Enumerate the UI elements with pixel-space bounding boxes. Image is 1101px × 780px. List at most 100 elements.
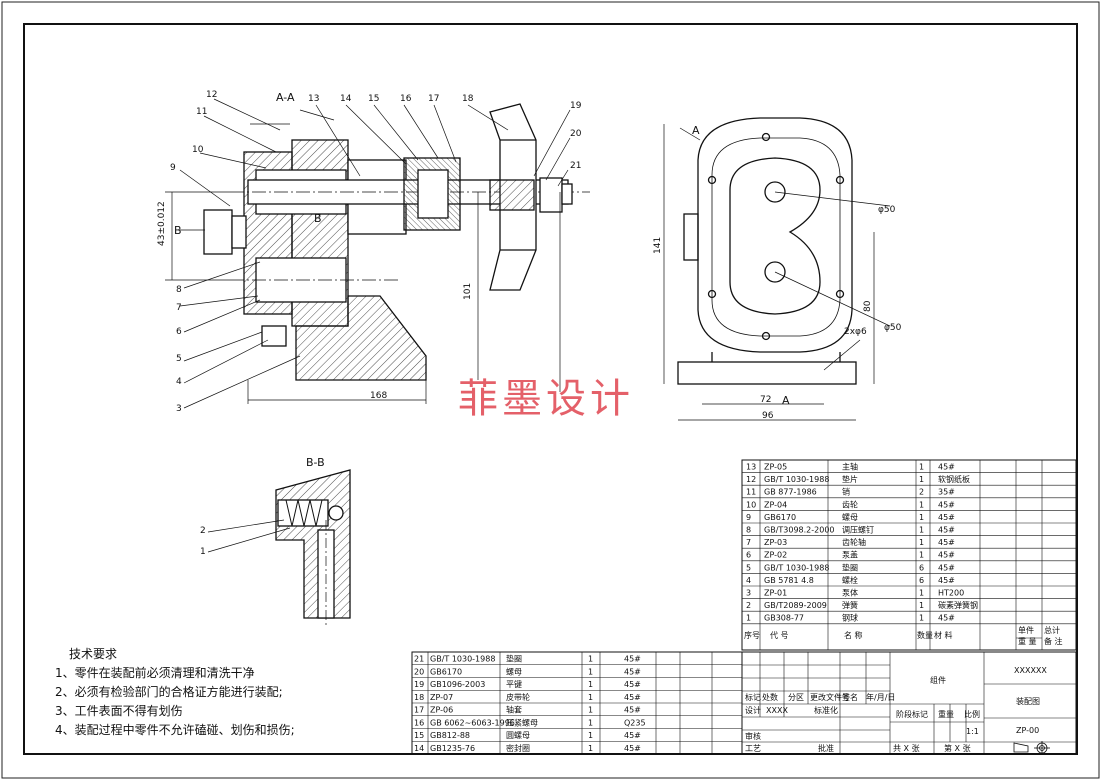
leader-top bbox=[299, 109, 335, 121]
part-label-7: 7 bbox=[176, 303, 182, 313]
dim-141: 141 bbox=[653, 237, 663, 254]
bom-row-code: GB/T 1030-1988 bbox=[764, 475, 829, 484]
bb-leaders bbox=[207, 519, 291, 553]
bom-row-code: ZP-01 bbox=[764, 589, 787, 598]
bom-row-material: 45# bbox=[938, 513, 955, 522]
section-aa-view: A-A bbox=[203, 91, 590, 381]
bom-row-qty: 1 bbox=[919, 463, 924, 472]
bom-lower-row-qty: 1 bbox=[588, 680, 593, 689]
bom-header-no: 序号 bbox=[744, 630, 760, 640]
bom-row-material: 45# bbox=[938, 614, 955, 623]
section-a-mark-top: A bbox=[692, 124, 700, 137]
cover-bolt bbox=[261, 325, 287, 347]
bom-lower-row-name: 皮带轮 bbox=[506, 692, 530, 702]
base-bracket bbox=[295, 295, 427, 381]
side-base bbox=[677, 361, 857, 385]
bom-row-no: 7 bbox=[746, 538, 751, 547]
section-a-mark-bottom: A bbox=[782, 394, 790, 407]
tb-drawing-name: 装配图 bbox=[1016, 696, 1040, 706]
bom-header-weight: 重 量 bbox=[1018, 636, 1037, 646]
bom-lower-row-qty: 1 bbox=[588, 655, 593, 664]
bom-row-name: 垫片 bbox=[842, 474, 858, 484]
bom-header-unit: 单件 bbox=[1018, 625, 1034, 635]
tb-standard: 标准化 bbox=[814, 705, 838, 715]
part-label-16: 16 bbox=[400, 94, 412, 104]
bom-row-no: 13 bbox=[746, 463, 756, 472]
tb-weight: 重量 bbox=[938, 709, 954, 719]
bom-lower-row-material: 45# bbox=[624, 655, 641, 664]
bom-lower-row-name: 密封圈 bbox=[506, 743, 530, 753]
tb-design: 设计 bbox=[745, 705, 761, 715]
tb-count: 处数 bbox=[762, 692, 778, 702]
bom-row-no: 1 bbox=[746, 614, 751, 623]
bom-header-code: 代 号 bbox=[770, 630, 789, 640]
bom-lower-row-qty: 1 bbox=[588, 744, 593, 753]
bom-lower-row-material: Q235 bbox=[624, 718, 646, 727]
part-label-20: 20 bbox=[570, 129, 582, 139]
bom-row-code: GB/T 1030-1988 bbox=[764, 563, 829, 572]
bom-row-code: GB 5781 4.8 bbox=[764, 576, 814, 585]
bom-lower-row-qty: 1 bbox=[588, 706, 593, 715]
bom-lower-row-qty: 1 bbox=[588, 693, 593, 702]
bom-row-no: 8 bbox=[746, 526, 751, 535]
bom-row-name: 销 bbox=[842, 487, 850, 497]
bom-lower-row-no: 17 bbox=[414, 706, 424, 715]
bom-row-name: 齿轮轴 bbox=[842, 537, 866, 547]
bolt-hole-3 bbox=[707, 289, 717, 299]
bom-row-name: 泵体 bbox=[842, 588, 858, 598]
bom-lower-row-qty: 1 bbox=[588, 718, 593, 727]
bom-row-code: GB 877-1986 bbox=[764, 488, 817, 497]
dim-72: 72 bbox=[760, 395, 771, 405]
bom-lower-row-code: GB812-88 bbox=[430, 731, 470, 740]
bom-row-no: 12 bbox=[746, 475, 756, 484]
dim-phi50-bottom: φ50 bbox=[884, 323, 902, 333]
tech-req-item: 3、工件表面不得有划伤 bbox=[55, 704, 183, 718]
bom-row-no: 11 bbox=[746, 488, 756, 497]
bom-header-name: 名 称 bbox=[844, 630, 863, 640]
part-label-11: 11 bbox=[196, 107, 207, 117]
bom-row-code: ZP-04 bbox=[764, 500, 787, 509]
bom-row-qty: 1 bbox=[919, 513, 924, 522]
bom-row-qty: 2 bbox=[919, 488, 924, 497]
bom-lower-row-name: 垫圈 bbox=[506, 654, 522, 664]
pulley-web bbox=[500, 139, 536, 251]
bom-lower-row-code: ZP-06 bbox=[430, 706, 453, 715]
bom-row-no: 5 bbox=[746, 563, 751, 572]
tb-date: 年/月/日 bbox=[866, 692, 895, 702]
dim-101: 101 bbox=[463, 283, 473, 300]
bom-lower-row-name: 轴套 bbox=[506, 705, 522, 715]
bom-row-name: 垫圈 bbox=[842, 562, 858, 572]
technical-requirements: 技术要求 1、零件在装配前必须清理和清洗干净 2、必须有检验部门的合格证方能进行… bbox=[55, 645, 355, 740]
dim-168: 168 bbox=[370, 391, 387, 401]
shaft-hole-top bbox=[764, 181, 786, 203]
bom-row-code: GB308-77 bbox=[764, 614, 804, 623]
bom-row-name: 钢球 bbox=[842, 613, 858, 623]
bom-row-material: 35# bbox=[938, 488, 955, 497]
part-label-19: 19 bbox=[570, 101, 582, 111]
part-label-5: 5 bbox=[176, 354, 182, 364]
bom-row-name: 螺栓 bbox=[842, 575, 858, 585]
bom-row-qty: 6 bbox=[919, 576, 924, 585]
side-port bbox=[683, 213, 699, 261]
projection-symbol bbox=[1013, 741, 1050, 755]
bom-lower-row-code: ZP-07 bbox=[430, 693, 453, 702]
bom-lower-row-code: GB1096-2003 bbox=[430, 680, 485, 689]
pulley-hub bbox=[489, 179, 535, 211]
bom-row-name: 螺母 bbox=[842, 512, 858, 522]
bolt-hole-5 bbox=[761, 132, 771, 142]
bom-lower-row-material: 45# bbox=[624, 731, 641, 740]
bom-lower-row-no: 16 bbox=[414, 718, 424, 727]
part-label-13: 13 bbox=[308, 94, 319, 104]
bom-row-material: 软钢纸板 bbox=[938, 474, 970, 484]
dim-phi50-top: φ50 bbox=[878, 205, 896, 215]
bom-row-material: 45# bbox=[938, 563, 955, 572]
bom-lower-row-no: 18 bbox=[414, 693, 424, 702]
bom-row-code: GB/T2089-2009 bbox=[764, 601, 827, 610]
bom-lower-row-no: 15 bbox=[414, 731, 424, 740]
bom-lower-row-material: 45# bbox=[624, 693, 641, 702]
side-dimensions bbox=[663, 124, 891, 421]
bom-lower-row-no: 19 bbox=[414, 680, 424, 689]
bom-row-material: 45# bbox=[938, 551, 955, 560]
bom-row-material: HT200 bbox=[938, 589, 964, 598]
